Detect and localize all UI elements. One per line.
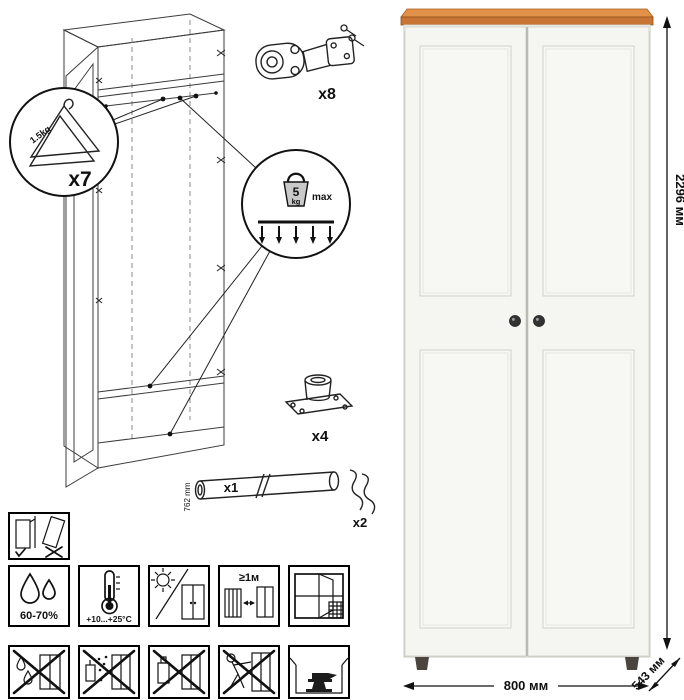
no-solvent-icon	[148, 645, 210, 699]
wardrobe-body	[403, 24, 651, 670]
wardrobe-pictogram	[181, 584, 205, 620]
radiator-icon	[224, 588, 242, 618]
rod-count-label: x1	[224, 480, 238, 495]
distance-label: ≥1м	[239, 572, 259, 584]
hanger-icon	[28, 98, 101, 167]
person-pictogram	[226, 653, 252, 689]
screw-icon	[340, 24, 365, 47]
foot-count-label: x4	[312, 428, 329, 445]
hatch-pattern	[328, 601, 344, 619]
hinge-hardware: x8	[255, 24, 365, 103]
temperature-label: +10...+25°C	[86, 614, 131, 624]
load-limit-circle: 5 kg max	[241, 149, 351, 259]
leader-lines	[112, 93, 271, 437]
no-water-icon	[8, 645, 70, 699]
width-dimension: 800 мм	[403, 678, 649, 693]
foot-hardware: x4	[284, 374, 354, 445]
hook-hardware: x2	[349, 469, 376, 530]
rod-length-label: 762 mm	[183, 482, 192, 511]
hinge-marks	[95, 49, 226, 376]
door-knob	[533, 315, 545, 327]
wardrobe-foot	[415, 657, 429, 670]
anvil-icon	[306, 673, 337, 692]
sunlight-warning-icon	[148, 565, 210, 627]
height-dimension: 2296 мм	[663, 16, 684, 650]
load-max-label: max	[312, 192, 332, 203]
width-label: 800 мм	[504, 678, 549, 693]
assembly-diagram: 1.5kg x7 x8 5 kg max	[9, 13, 376, 530]
heavy-contents-icon	[288, 645, 350, 699]
anti-tip-warning-icon	[8, 512, 70, 560]
load-arrows	[259, 226, 333, 244]
wardrobe-wireframe	[62, 13, 226, 488]
sun-icon	[151, 568, 175, 592]
no-abrasive-icon	[78, 645, 140, 699]
hinge-count-label: x8	[318, 86, 336, 103]
load-value-label: 5	[293, 185, 300, 199]
wardrobe-pictogram	[256, 586, 274, 618]
door-knob	[509, 315, 521, 327]
hanger-count-label: x7	[68, 168, 91, 191]
weight-icon	[283, 172, 309, 207]
load-unit-label: kg	[292, 197, 301, 206]
rod-hardware: 762 mm x1	[183, 471, 340, 511]
no-dragging-icon	[218, 645, 280, 699]
hook-count-label: x2	[353, 515, 367, 530]
heat-distance-icon: ≥1м	[218, 565, 280, 627]
hanger-detail-circle: 1.5kg x7	[9, 87, 119, 197]
product-render: 2296 мм 800 мм 543 мм	[400, 8, 684, 693]
wardrobe-foot	[625, 657, 639, 670]
humidity-icon: 60-70%	[8, 565, 70, 627]
water-drop-icon	[20, 572, 40, 604]
ventilation-icon	[288, 565, 350, 627]
wardrobe-top-trim	[400, 8, 654, 26]
height-label: 2296 мм	[673, 174, 684, 226]
humidity-label: 60-70%	[20, 610, 58, 622]
temperature-icon: +10...+25°C	[78, 565, 140, 627]
